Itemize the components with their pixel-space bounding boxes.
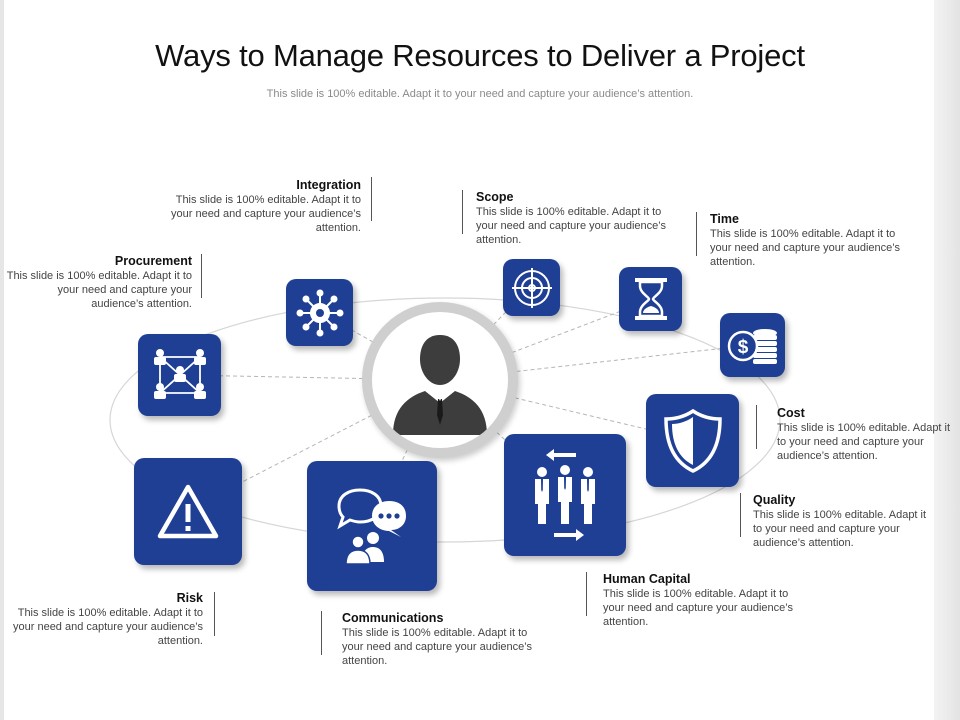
quality-label: Quality This slide is 100% editable. Ada… (753, 492, 937, 550)
communications-divider (321, 611, 322, 655)
human-capital-label: Human Capital This slide is 100% editabl… (603, 571, 793, 629)
page-subtitle: This slide is 100% editable. Adapt it to… (266, 88, 694, 100)
risk-divider (214, 592, 215, 636)
warning-icon (157, 484, 219, 538)
scope-heading: Scope (476, 190, 514, 204)
human-capital-heading: Human Capital (603, 572, 691, 586)
right-edge-shadow (934, 0, 960, 720)
communications-text: This slide is 100% editable. Adapt it to… (342, 627, 532, 667)
quality-text: This slide is 100% editable. Adapt it to… (753, 509, 927, 549)
orbit-ellipse (109, 297, 781, 543)
target-icon (511, 267, 552, 308)
cost-tile: $ (720, 313, 785, 377)
integration-tile (286, 279, 353, 346)
human-capital-divider (586, 572, 587, 616)
scope-text: This slide is 100% editable. Adapt it to… (476, 206, 666, 246)
quality-tile (646, 394, 739, 487)
time-divider (696, 212, 697, 256)
shield-icon (663, 408, 722, 473)
cost-text: This slide is 100% editable. Adapt it to… (777, 422, 951, 462)
cost-heading: Cost (777, 406, 805, 420)
risk-tile (134, 458, 242, 565)
human-capital-tile (504, 434, 626, 556)
svg-text:$: $ (737, 337, 748, 358)
time-heading: Time (710, 212, 739, 226)
chat-people-icon (337, 488, 406, 564)
businessman-icon (393, 335, 487, 435)
cost-label: Cost This slide is 100% editable. Adapt … (777, 405, 957, 463)
procurement-label: Procurement This slide is 100% editable.… (4, 253, 192, 311)
coins-dollar-icon: $ (727, 329, 777, 364)
cost-divider (756, 405, 757, 449)
integration-text: This slide is 100% editable. Adapt it to… (171, 194, 361, 234)
time-label: Time This slide is 100% editable. Adapt … (710, 211, 900, 269)
communications-heading: Communications (342, 611, 444, 625)
human-capital-text: This slide is 100% editable. Adapt it to… (603, 588, 793, 628)
communications-label: Communications This slide is 100% editab… (342, 610, 532, 668)
risk-text: This slide is 100% editable. Adapt it to… (13, 607, 203, 647)
network-gear-icon (296, 289, 343, 336)
integration-label: Integration This slide is 100% editable.… (170, 177, 361, 235)
procurement-tile (138, 334, 221, 416)
procurement-text: This slide is 100% editable. Adapt it to… (6, 270, 192, 310)
center-person-circle (362, 302, 518, 458)
procurement-heading: Procurement (114, 254, 192, 268)
integration-heading: Integration (296, 178, 361, 192)
risk-heading: Risk (176, 591, 203, 605)
left-edge-shadow (0, 0, 4, 720)
hourglass-icon (634, 278, 667, 320)
time-tile (619, 267, 682, 331)
risk-label: Risk This slide is 100% editable. Adapt … (10, 590, 203, 648)
team-exchange-icon (535, 449, 595, 541)
people-network-icon (153, 349, 206, 399)
communications-tile (307, 461, 437, 591)
procurement-divider (201, 254, 202, 298)
scope-tile (503, 259, 560, 316)
scope-label: Scope This slide is 100% editable. Adapt… (476, 189, 666, 247)
quality-divider (740, 493, 741, 537)
quality-heading: Quality (753, 493, 796, 507)
integration-divider (371, 177, 372, 221)
page-title: Ways to Manage Resources to Deliver a Pr… (155, 38, 805, 73)
time-text: This slide is 100% editable. Adapt it to… (710, 228, 900, 268)
scope-divider (462, 190, 463, 234)
connector-risk (187, 379, 441, 511)
